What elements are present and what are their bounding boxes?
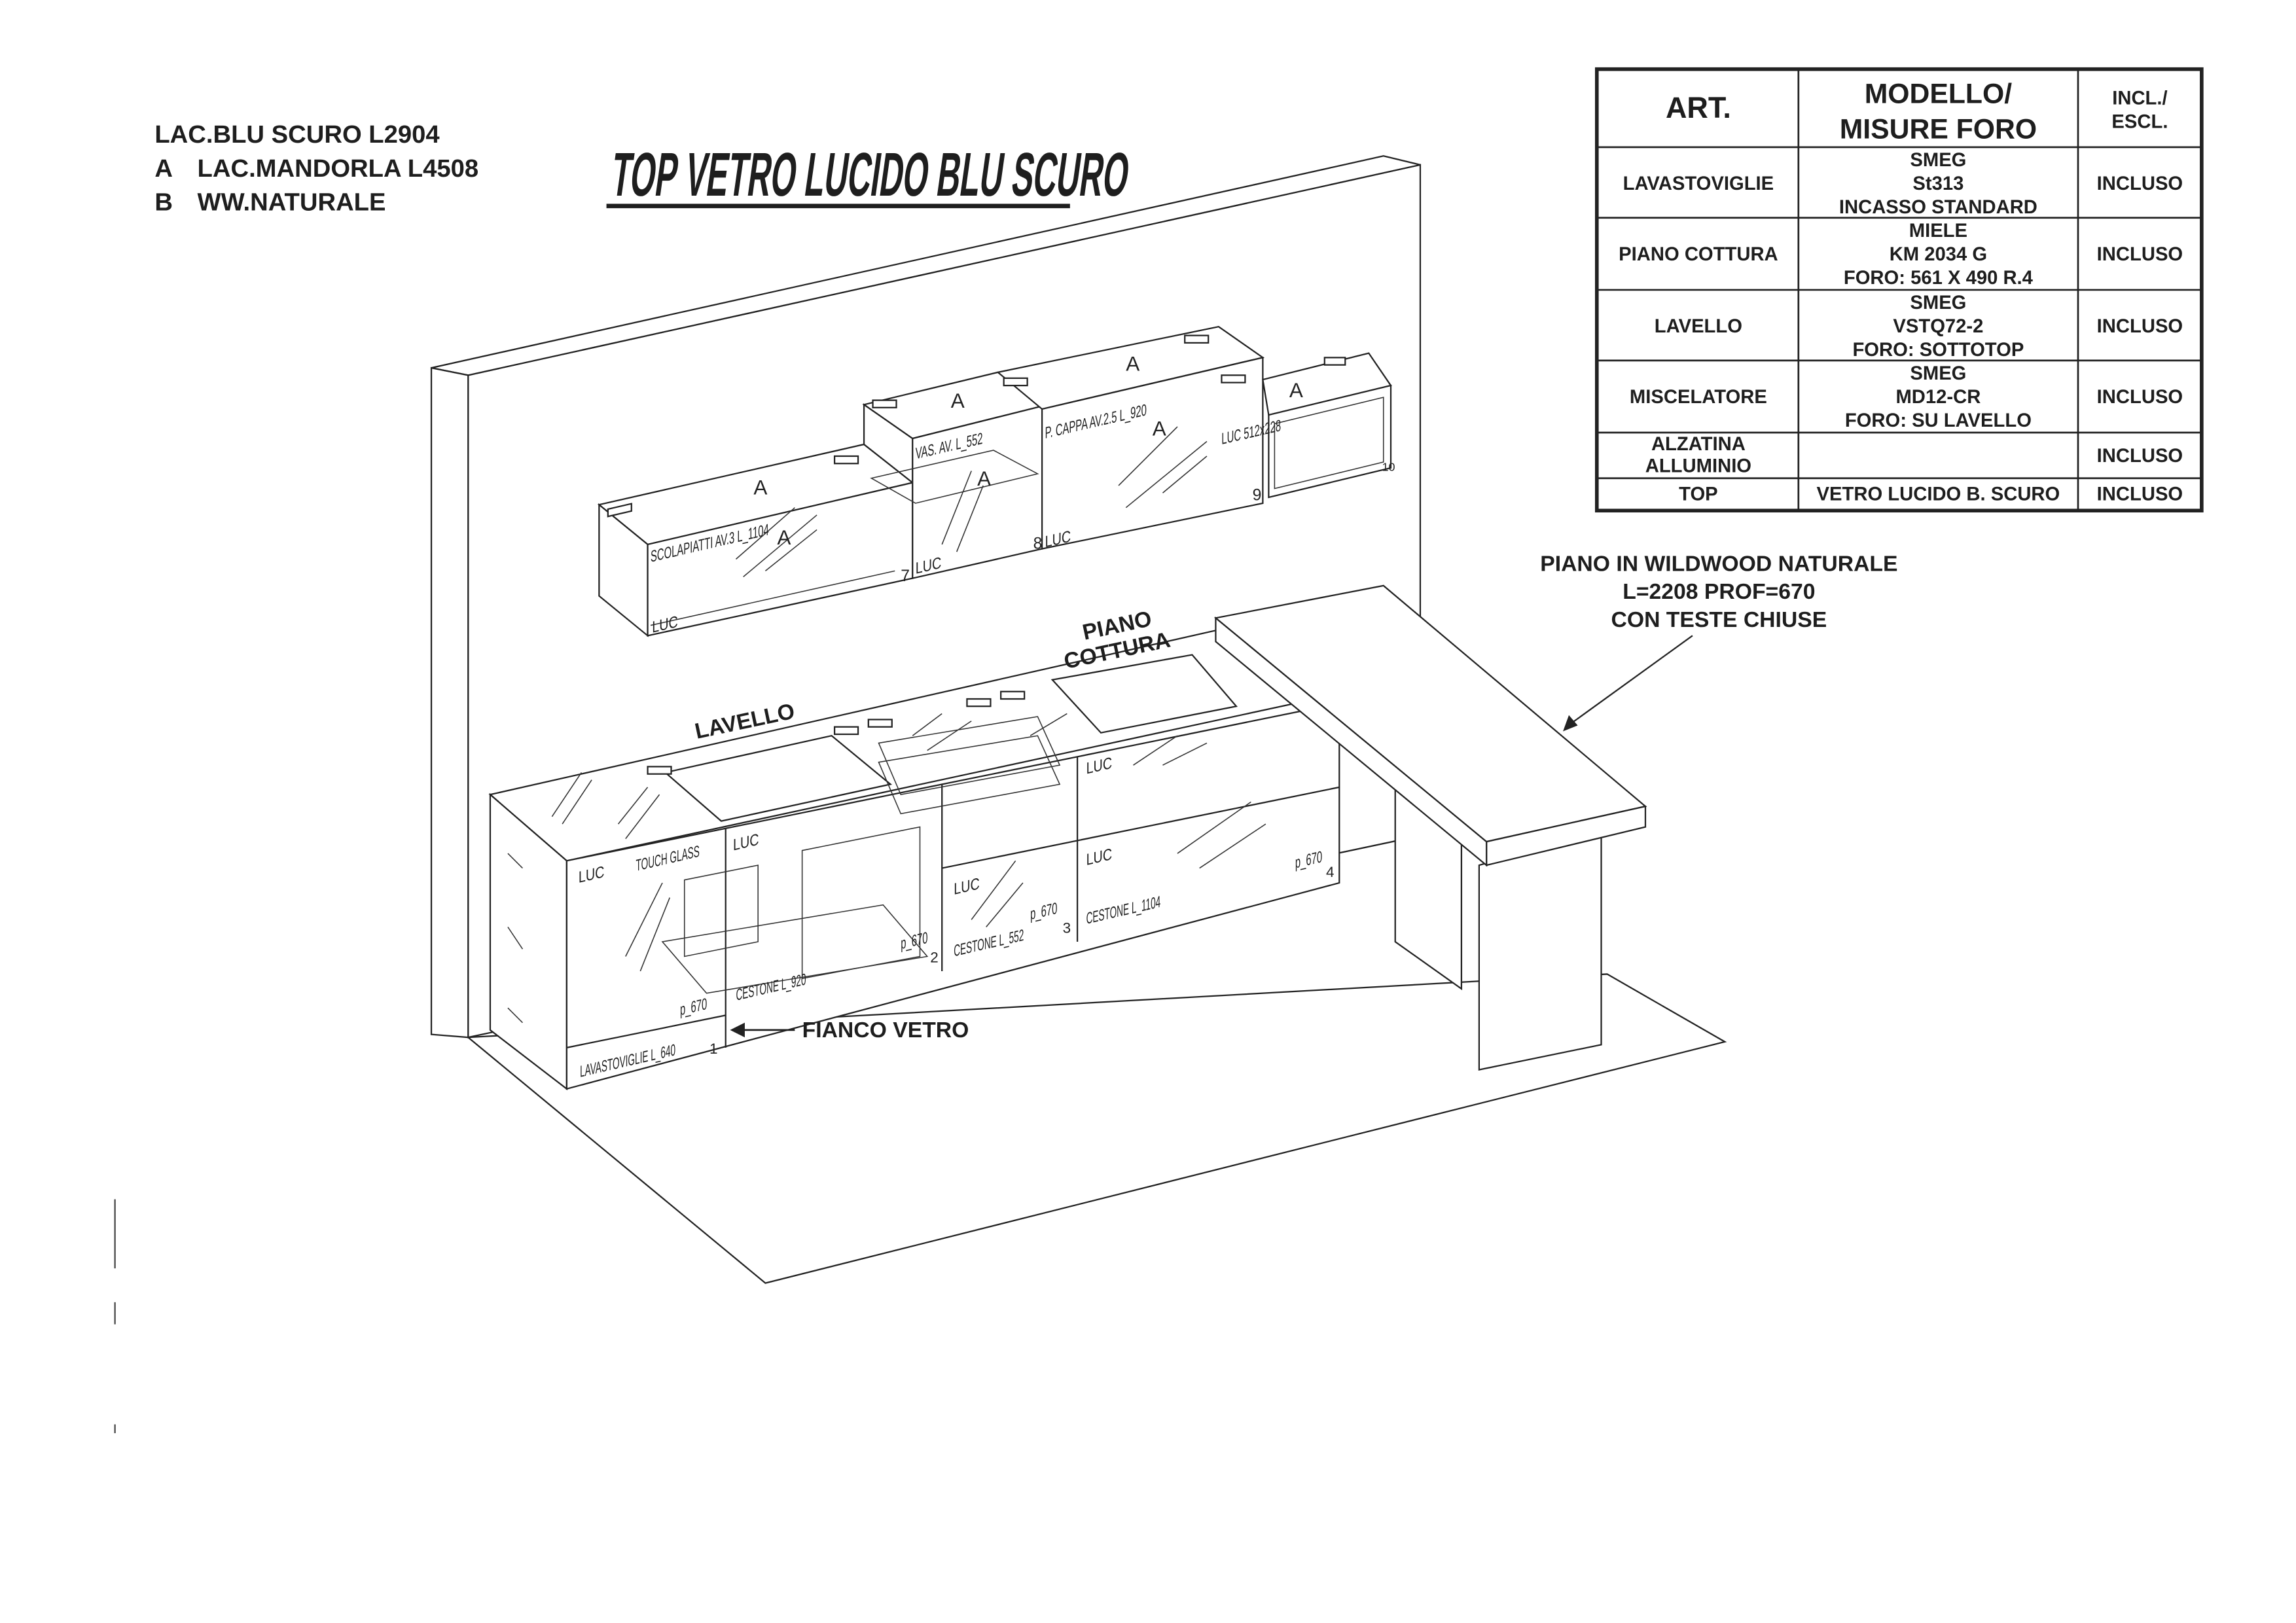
- peninsula-side-edge: [1215, 616, 1488, 867]
- cell-model: FORO: SU LAVELLO: [1845, 410, 2032, 431]
- label-finish-a: A: [951, 389, 965, 412]
- wildwood-arrowhead: [1563, 715, 1578, 732]
- title-text: TOP VETRO LUCIDO BLU SCURO: [607, 140, 1134, 209]
- cell-incl: INCLUSO: [2097, 387, 2183, 408]
- wildwood-label-2: L=2208 PROF=670: [1623, 579, 1815, 604]
- finish-legend: LAC.BLU SCURO L2904 A LAC.MANDORLA L4508…: [154, 120, 478, 216]
- dishwasher-split: [566, 1014, 726, 1048]
- sink-cutout: [664, 734, 893, 822]
- header-incl-1: INCL./: [2112, 88, 2167, 109]
- wall-cabinets: [597, 325, 1392, 637]
- glass-hatch-upper: [735, 426, 1208, 577]
- label-number-10: 10: [1382, 460, 1395, 473]
- cell-incl: INCLUSO: [2097, 316, 2183, 337]
- wall-side-edge: [430, 366, 469, 1039]
- base-cabinets: [488, 629, 1340, 1091]
- cell-art: ALLUMINIO: [1645, 456, 1751, 477]
- cell-art: PIANO COTTURA: [1619, 244, 1778, 265]
- label-finish-a: A: [977, 467, 991, 490]
- handle-slots-upper: [607, 334, 1346, 518]
- label-finish-a: A: [1153, 418, 1166, 440]
- label-finish-a: A: [777, 526, 791, 549]
- cell-art: ALZATINA: [1651, 434, 1746, 455]
- cabinet-7-rack: [650, 570, 895, 626]
- header-art: ART.: [1666, 91, 1731, 124]
- cell-incl: INCLUSO: [2097, 484, 2183, 505]
- cell-model: INCASSO STANDARD: [1839, 197, 2037, 218]
- cell-incl: INCLUSO: [2097, 244, 2183, 265]
- cell-model: SMEG: [1910, 293, 1966, 313]
- label-number-2: 2: [930, 949, 938, 965]
- wildwood-arrow-line: [1570, 635, 1693, 725]
- appliance-table: ART. MODELLO/ MISURE FORO INCL./ ESCL. L…: [1594, 67, 2204, 513]
- open-unit-10-opening: [1274, 397, 1384, 490]
- peninsula-end-panel: [1478, 830, 1602, 1071]
- fianco-vetro-arrowhead: [730, 1022, 745, 1038]
- cell-model: KM 2034 G: [1890, 244, 1987, 265]
- wildwood-label-3: CON TESTE CHIUSE: [1611, 607, 1827, 632]
- cell-incl: INCLUSO: [2097, 173, 2183, 194]
- header-model-2: MISURE FORO: [1840, 113, 2037, 145]
- label-number-9: 9: [1253, 486, 1262, 504]
- wildwood-peninsula: [1213, 584, 1647, 1071]
- cabinet-9-front: [1041, 356, 1264, 550]
- label-number-3: 3: [1063, 919, 1071, 936]
- cell-model: FORO: SOTTOTOP: [1852, 340, 2024, 361]
- base-front: [565, 702, 1340, 1090]
- label-number-8: 8: [1033, 535, 1043, 553]
- hood-frame: [878, 716, 1061, 796]
- cell-model: FORO: 561 X 490 R.4: [1844, 268, 2034, 289]
- cell-incl: INCLUSO: [2097, 446, 2183, 467]
- label-finish-a: A: [1126, 353, 1139, 376]
- label-number-4: 4: [1326, 864, 1335, 880]
- legend-key-b: B: [154, 188, 173, 217]
- label-number-7: 7: [901, 567, 910, 585]
- cabinet-8-shelf: [870, 450, 1039, 504]
- cell-model: SMEG: [1910, 150, 1966, 171]
- header-model-1: MODELLO/: [1865, 78, 2012, 109]
- drawing-title: TOP VETRO LUCIDO BLU SCURO: [606, 140, 1134, 209]
- legend-line-3: WW.NATURALE: [198, 188, 386, 217]
- header-incl-2: ESCL.: [2111, 112, 2168, 133]
- cell-model: VETRO LUCIDO B. SCURO: [1817, 484, 2060, 505]
- cooktop-cutout: [1050, 654, 1238, 734]
- cell-model: VSTQ72-2: [1893, 316, 1983, 337]
- glass-hatch-base: [507, 713, 1266, 1024]
- drawer-box-2: [801, 826, 921, 980]
- legend-key-a: A: [154, 154, 173, 183]
- label-finish-a: A: [1289, 379, 1303, 402]
- label-number-1: 1: [709, 1041, 718, 1057]
- wildwood-label-1: PIANO IN WILDWOOD NATURALE: [1540, 551, 1897, 576]
- drawer-box-1: [683, 865, 759, 957]
- floor: [466, 973, 1727, 1284]
- open-unit-10-front: [1268, 384, 1392, 499]
- cell-art: MISCELATORE: [1630, 387, 1767, 408]
- dishwasher-tray: [661, 904, 929, 994]
- legend-line-2: LAC.MANDORLA L4508: [198, 154, 479, 183]
- label-finish-a: A: [753, 476, 767, 499]
- drawer-split: [941, 786, 1340, 869]
- cell-model: MIELE: [1909, 221, 1967, 241]
- cell-model: St313: [1912, 173, 1964, 194]
- cell-art: TOP: [1679, 484, 1718, 505]
- legend-line-1: LAC.BLU SCURO L2904: [154, 120, 440, 149]
- cell-model: MD12-CR: [1895, 387, 1981, 408]
- cell-art: LAVASTOVIGLIE: [1623, 173, 1774, 194]
- hood-frame-lower: [878, 735, 1061, 815]
- cell-art: LAVELLO: [1655, 316, 1742, 337]
- cell-model: SMEG: [1910, 363, 1966, 384]
- table-grid: [1596, 69, 2202, 511]
- fianco-vetro-label: FIANCO VETRO: [802, 1018, 969, 1043]
